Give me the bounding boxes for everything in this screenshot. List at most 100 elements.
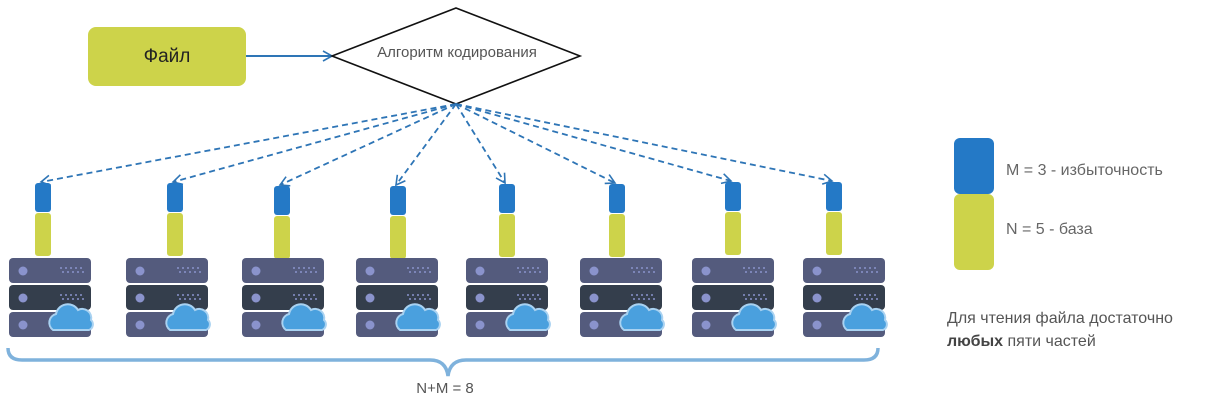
distribution-arrow <box>455 103 617 185</box>
vent-dot <box>75 294 77 296</box>
vent-dot <box>407 294 409 296</box>
vent-dot <box>424 298 426 300</box>
storage-node <box>9 183 94 337</box>
vent-dot <box>532 267 534 269</box>
group-brace <box>6 347 880 377</box>
server-unit <box>356 258 438 283</box>
note-text: Для чтения файла достаточно любых пяти ч… <box>947 307 1173 353</box>
vent-dot <box>182 267 184 269</box>
distribution-arrow <box>278 103 457 187</box>
vent-dot <box>755 298 757 300</box>
server-unit <box>803 258 885 283</box>
vent-dot <box>866 298 868 300</box>
vent-dot <box>648 271 650 273</box>
base-chunk <box>609 214 625 257</box>
vent-dot <box>184 298 186 300</box>
storage-node <box>466 184 551 337</box>
vent-dot <box>419 271 421 273</box>
note-line2: пяти частей <box>1003 333 1096 350</box>
vent-dot <box>631 267 633 269</box>
cloud-icon <box>619 303 665 331</box>
base-chunk <box>35 213 51 256</box>
vent-dot <box>534 271 536 273</box>
server-led-icon <box>251 320 261 330</box>
vent-dot <box>295 271 297 273</box>
vent-dot <box>745 298 747 300</box>
vent-dot <box>308 267 310 269</box>
vent-dot <box>194 298 196 300</box>
server-unit <box>466 258 548 283</box>
server-led-icon <box>589 266 599 276</box>
vent-dot <box>62 298 64 300</box>
vent-dot <box>522 267 524 269</box>
vent-dot <box>60 294 62 296</box>
cloud-icon <box>842 303 888 331</box>
legend-redundancy-label: M = 3 - избыточность <box>1006 162 1163 179</box>
vent-dot <box>633 298 635 300</box>
vent-dot <box>765 271 767 273</box>
vent-dot <box>75 267 77 269</box>
server-unit <box>580 258 662 283</box>
vent-dot <box>427 267 429 269</box>
vent-dot <box>854 294 856 296</box>
base-chunk <box>167 213 183 256</box>
base-chunk <box>390 216 406 259</box>
vent-dot <box>313 294 315 296</box>
redundancy-chunk <box>167 183 183 212</box>
note-bold: любых <box>947 333 1004 350</box>
vent-dot <box>65 267 67 269</box>
server-led-icon <box>589 293 599 303</box>
vent-dot <box>177 294 179 296</box>
vent-dot <box>303 267 305 269</box>
storage-node <box>242 186 327 337</box>
distribution-arrow <box>455 103 834 185</box>
vent-dot <box>72 271 74 273</box>
server-led-icon <box>812 320 822 330</box>
vent-dot <box>189 298 191 300</box>
server-led-icon <box>251 266 261 276</box>
vent-dot <box>67 271 69 273</box>
vent-dot <box>765 298 767 300</box>
vent-dot <box>429 271 431 273</box>
vent-dot <box>753 294 755 296</box>
storage-node <box>803 182 888 337</box>
vent-dot <box>80 267 82 269</box>
vent-dot <box>409 271 411 273</box>
vent-dot <box>412 267 414 269</box>
vent-dot <box>429 298 431 300</box>
vent-dot <box>187 267 189 269</box>
vent-dot <box>748 267 750 269</box>
vent-dot <box>77 271 79 273</box>
vent-dot <box>537 267 539 269</box>
vent-dot <box>876 271 878 273</box>
algorithm-label: Алгоритм кодирования <box>377 44 537 61</box>
vent-dot <box>67 298 69 300</box>
vent-dot <box>638 298 640 300</box>
cloud-icon <box>281 303 327 331</box>
legend-base-label: N = 5 - база <box>1006 221 1093 238</box>
vent-dot <box>422 267 424 269</box>
vent-dot <box>753 267 755 269</box>
vent-dot <box>310 271 312 273</box>
vent-dot <box>305 298 307 300</box>
storage-node <box>126 183 211 337</box>
vent-dot <box>524 271 526 273</box>
server-led-icon <box>475 266 485 276</box>
vent-dot <box>407 267 409 269</box>
vent-dot <box>539 298 541 300</box>
vent-dot <box>856 271 858 273</box>
vent-dot <box>646 294 648 296</box>
cloud-icon <box>395 303 441 331</box>
vent-dot <box>409 298 411 300</box>
vent-dot <box>633 271 635 273</box>
vent-dot <box>527 294 529 296</box>
vent-dot <box>310 298 312 300</box>
server-unit <box>242 258 324 283</box>
server-led-icon <box>701 293 711 303</box>
cloud-icon <box>165 303 211 331</box>
storage-node <box>356 186 441 337</box>
base-chunk <box>499 214 515 257</box>
vent-dot <box>758 294 760 296</box>
vent-dot <box>651 267 653 269</box>
vent-dot <box>414 271 416 273</box>
